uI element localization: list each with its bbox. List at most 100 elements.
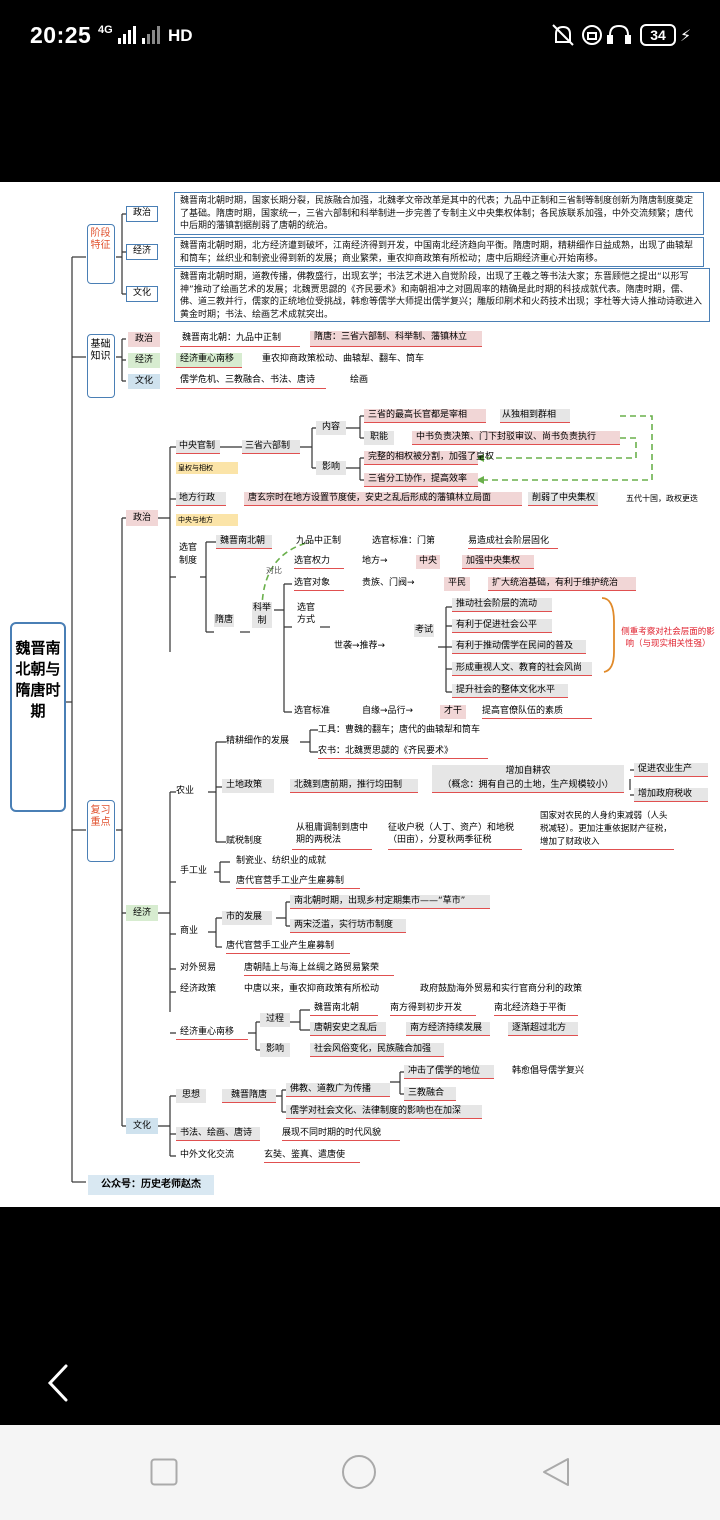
tag-imperial-power: 皇权与相权 <box>176 462 238 474</box>
exam-label: 考试 <box>414 624 434 637</box>
shift-5: 南方经济持续发展 <box>406 1022 490 1036</box>
culture-confucian: 儒学对社会文化、法律制度的影响也在加深 <box>286 1105 482 1119</box>
market-dev: 市的发展 <box>222 911 272 925</box>
exam-node: 考试 <box>414 624 436 654</box>
keju-label: 科举制 <box>252 602 272 628</box>
culture-exchange: 中外文化交流 <box>180 1150 235 1160</box>
econ-shift: 经济重心南移 <box>176 1026 248 1040</box>
stage-culture-label: 文化 <box>126 286 158 302</box>
standard-talent: 才干 <box>440 705 466 719</box>
culture-impact: 冲击了儒学的地位 <box>404 1065 494 1079</box>
shift-effect: 影响 <box>260 1043 290 1057</box>
footer-label: 公众号：历史老师赵杰 <box>88 1175 214 1195</box>
market-c: 唐代官营手工业产生雇募制 <box>226 940 350 954</box>
land-concept: （概念：拥有自己的土地，生产规模较小） <box>432 779 624 793</box>
lock-icon <box>582 25 602 45</box>
recent-apps-button[interactable] <box>150 1458 178 1486</box>
foreign-trade-a: 唐朝陆上与海上丝绸之路贸易繁荣 <box>244 962 394 976</box>
basic-politics-b: 隋唐：三省六部制、科举制、藩镇林立 <box>310 331 482 347</box>
jiupin-standard: 选官标准：门第 <box>372 536 436 546</box>
square-icon <box>150 1458 178 1486</box>
land-tax-growth: 增加政府税收 <box>634 788 708 802</box>
stage-economy-label: 经济 <box>126 244 158 260</box>
official-selection: 选官制度 <box>178 542 200 602</box>
function-text: 中书负责决策、门下封驳审议、尚书负责执行 <box>412 431 620 445</box>
mute-icon <box>552 24 574 46</box>
culture-arts-a: 展现不同时期的时代风貌 <box>282 1127 400 1141</box>
tax-system: 赋税制度 <box>226 836 263 846</box>
exam-effect-1: 推动社会阶层的流动 <box>452 598 552 612</box>
target-noble: 贵族、门阀→ <box>362 578 415 588</box>
selection-power: 选官权力 <box>294 555 344 569</box>
shift-3: 南北经济趋于平衡 <box>494 1002 578 1016</box>
jiupin-effect: 易造成社会阶层固化 <box>468 535 558 549</box>
chancellor-text: 三省的最高长官都是宰相 <box>364 409 486 423</box>
local-admin-a: 唐玄宗时在地方设置节度使，安史之乱后形成的藩镇林立局面 <box>244 492 522 506</box>
method-history: 世袭→推荐→ <box>334 641 386 651</box>
local-admin-c: 五代十国，政权更迭 <box>626 494 698 503</box>
status-icons <box>552 24 631 46</box>
foreign-trade: 对外贸易 <box>180 963 217 973</box>
status-bar: 20:25 4G HD 34 ⚡ <box>0 0 720 76</box>
battery-icon: 34 <box>640 24 676 46</box>
basic-politics-label: 政治 <box>128 332 160 347</box>
basic-economy-a: 经济重心南移 <box>176 353 242 368</box>
back-button[interactable] <box>40 1358 80 1408</box>
econ-policy: 经济政策 <box>180 984 217 994</box>
culture-hanyu: 韩愈倡导儒学复兴 <box>512 1066 585 1076</box>
triangle-back-icon <box>543 1458 569 1486</box>
connector-lines <box>66 213 653 1183</box>
three-six-system: 三省六部制 <box>242 440 300 454</box>
tax-b: 征收户税（人丁、资产）和地税（田亩），分夏秋两季征税 <box>388 822 522 850</box>
charging-icon: ⚡ <box>680 26 692 45</box>
signal-icon <box>118 26 160 44</box>
power-local: 地方→ <box>362 556 388 566</box>
local-admin-b: 削弱了中央集权 <box>528 492 598 506</box>
shift-process: 过程 <box>260 1013 290 1027</box>
back-nav-button[interactable] <box>540 1456 572 1488</box>
navigation-bar <box>0 1425 720 1520</box>
jiupin-system: 九品中正制 <box>296 536 342 546</box>
influence-1: 完整的相权被分割，加强了皇权 <box>364 451 494 465</box>
craft-label: 手工业 <box>180 866 208 876</box>
commerce-label: 商业 <box>180 926 199 936</box>
mindmap-image: 魏晋南北朝与隋唐时期 阶段特征 政治 魏晋南北朝时期，国家长期分裂，民族融合加强… <box>0 182 720 1207</box>
land-policy: 土地政策 <box>222 779 274 793</box>
circle-icon <box>342 1455 376 1489</box>
chevron-left-icon <box>47 1364 68 1402</box>
home-button[interactable] <box>341 1454 377 1490</box>
target-commoner: 平民 <box>444 577 470 591</box>
land-agri-growth: 促进农业生产 <box>634 763 708 777</box>
influence-label: 影响 <box>316 461 346 475</box>
focus-note: 侧重考察对社会层面的影响（与现实相关性强） <box>621 627 715 649</box>
power-effect: 加强中央集权 <box>462 555 534 569</box>
econ-policy-b: 政府鼓励海外贸易和实行官商分利的政策 <box>420 984 583 994</box>
selection-standard: 选官标准 <box>294 706 331 716</box>
review-node: 复习重点 <box>87 800 115 862</box>
standard-effect: 提高官僚队伍的素质 <box>482 705 592 719</box>
root-node: 魏晋南北朝与隋唐时期 <box>10 622 66 812</box>
shift-1: 魏晋南北朝 <box>310 1002 378 1016</box>
shift-6: 逐渐超过北方 <box>508 1022 578 1036</box>
basic-culture-a: 儒学危机、三教融合、书法、唐诗 <box>176 374 326 389</box>
shift-2: 南方得到初步开发 <box>390 1002 476 1016</box>
tax-a: 从租庸调制到唐中期的两税法 <box>292 822 372 850</box>
stage-politics-label: 政治 <box>126 206 158 222</box>
jiupin-era: 魏晋南北朝 <box>216 535 272 549</box>
shift-4: 唐朝安史之乱后 <box>310 1022 386 1036</box>
selection-method-label: 选官方式 <box>296 603 315 625</box>
central-system: 中央官制 <box>176 440 220 454</box>
basic-culture-b: 绘画 <box>350 375 369 385</box>
stage-node: 阶段特征 <box>87 224 115 284</box>
market-a: 南北朝时期，出现乡村定期集市——“草市” <box>290 895 490 909</box>
tag-central-local: 中央与地方 <box>176 514 238 526</box>
agri-book: 农书：北魏贾思勰的《齐民要术》 <box>318 745 488 759</box>
influence-2: 三省分工协作，提高效率 <box>364 473 478 487</box>
local-admin: 地方行政 <box>176 492 226 506</box>
culture-arts: 书法、绘画、唐诗 <box>176 1127 260 1141</box>
exam-effect-4: 形成重视人文、教育的社会风尚 <box>452 662 592 676</box>
sui-tang-label: 隋唐 <box>214 614 234 627</box>
basic-node: 基础知识 <box>87 334 115 398</box>
exam-effect-3: 有利于推动儒学在民间的普及 <box>452 640 586 654</box>
exam-effect-2: 有利于促进社会公平 <box>452 619 552 633</box>
